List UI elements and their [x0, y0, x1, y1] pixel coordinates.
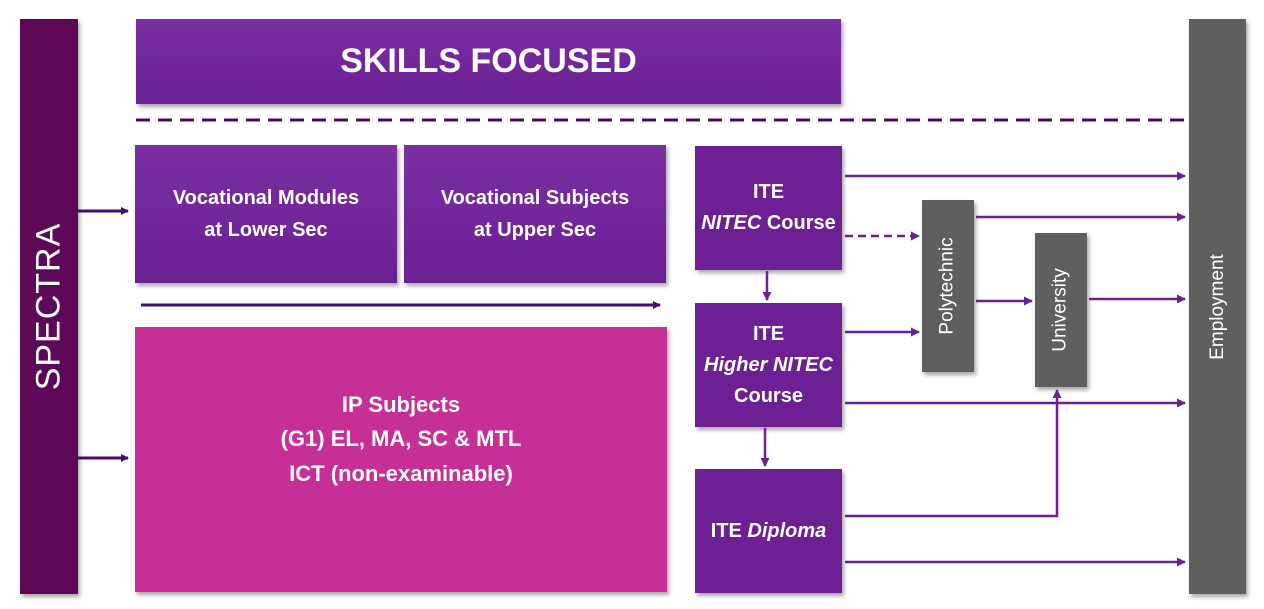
vocational-modules-line1: Vocational Modules: [172, 187, 360, 209]
ite-diploma-label: ITE Diploma: [710, 519, 827, 542]
vocational-modules-box: Vocational Modules at Lower Sec: [135, 145, 397, 283]
ite-higher-nitec-line1: ITE: [752, 322, 785, 345]
university-box: University: [1035, 233, 1087, 387]
ite-nitec-line2: NITEC Course: [701, 212, 836, 234]
diploma-to-university-arrow: [845, 389, 1062, 518]
polytechnic-box: Polytechnic: [922, 200, 974, 372]
employment-label: Employment: [1206, 253, 1228, 360]
ite-diploma-box: ITE Diploma: [695, 469, 842, 593]
skills-focused-label: SKILLS FOCUSED: [340, 42, 637, 80]
skills-focused-banner: SKILLS FOCUSED: [136, 19, 841, 104]
ip-subjects-box: IP Subjects (G1) EL, MA, SC & MTL ICT (n…: [135, 327, 667, 592]
ip-subjects-line2: (G1) EL, MA, SC & MTL: [280, 426, 522, 452]
ip-subjects-line1: IP Subjects: [341, 392, 461, 418]
ite-nitec-box: ITE NITEC Course: [695, 146, 842, 270]
vocational-subjects-line1: Vocational Subjects: [440, 187, 630, 209]
spectra-label: SPECTRA: [29, 222, 68, 391]
ite-higher-nitec-line3: Course: [734, 384, 803, 407]
vocational-modules-line2: at Lower Sec: [204, 219, 328, 241]
vocational-subjects-line2: at Upper Sec: [473, 219, 597, 241]
ip-subjects-line3: ICT (non-examinable): [289, 460, 513, 486]
university-label: University: [1050, 268, 1071, 352]
spectra-bar: SPECTRA: [20, 19, 78, 594]
employment-bar: Employment: [1189, 19, 1246, 594]
vocational-subjects-box: Vocational Subjects at Upper Sec: [404, 145, 666, 283]
polytechnic-label: Polytechnic: [937, 237, 959, 335]
ite-nitec-line1: ITE: [752, 181, 785, 203]
ite-higher-nitec-box: ITE Higher NITEC Course: [695, 303, 842, 427]
ite-higher-nitec-line2: Higher NITEC: [704, 353, 833, 376]
